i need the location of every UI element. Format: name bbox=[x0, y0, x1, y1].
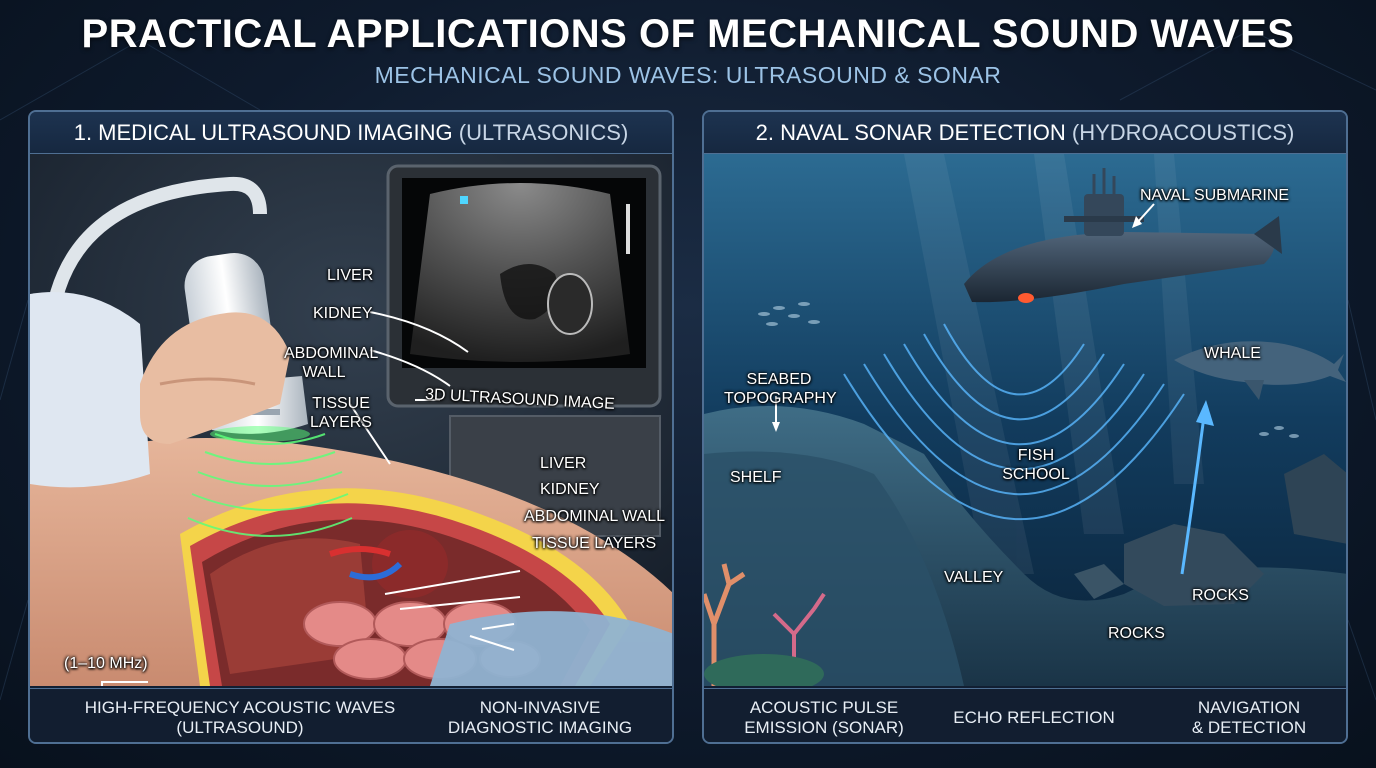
rocks-label-left: ROCKS bbox=[1108, 625, 1165, 642]
monitor-label-tissue-layers-line1: TISSUE bbox=[312, 395, 370, 412]
ultrasound-panel-subtitle: (ULTRASONICS) bbox=[458, 120, 629, 145]
monitor-label-abdominal-wall-line1: ABDOMINAL bbox=[284, 345, 379, 362]
ultrasound-monitor bbox=[386, 164, 662, 537]
body-label-kidney: KIDNEY bbox=[540, 481, 600, 498]
patient-gown bbox=[430, 611, 672, 686]
fish-school bbox=[758, 302, 1299, 438]
label-arrows bbox=[101, 311, 521, 686]
ultrasound-footer-waves-line2: (ULTRASOUND) bbox=[176, 718, 304, 737]
sonar-panel: 2. NAVAL SONAR DETECTION (HYDROACOUSTICS… bbox=[702, 110, 1348, 744]
ultrasound-footer-waves-line1: HIGH-FREQUENCY ACOUSTIC WAVES bbox=[84, 698, 396, 717]
seabed-topography-label: SEABED TOPOGRAPHY bbox=[724, 370, 837, 408]
sonar-footer-emission-line1: ACOUSTIC PULSE bbox=[749, 698, 899, 717]
fish-school-label: FISH SCHOOL bbox=[996, 446, 1076, 484]
sonar-panel-header: 2. NAVAL SONAR DETECTION (HYDROACOUSTICS… bbox=[704, 112, 1346, 154]
sonar-footer-navigation-line1: NAVIGATION bbox=[1197, 698, 1301, 717]
monitor-label-kidney: KIDNEY bbox=[313, 305, 373, 322]
ultrasound-panel: 1. MEDICAL ULTRASOUND IMAGING (ULTRASONI… bbox=[28, 110, 674, 744]
ultrasound-footer-imaging: NON-INVASIVE DIAGNOSTIC IMAGING bbox=[430, 698, 650, 738]
sonar-footer-echo: ECHO REFLECTION bbox=[953, 708, 1115, 727]
monitor-label-liver: LIVER bbox=[327, 267, 374, 284]
sonar-footer-navigation: NAVIGATION & DETECTION bbox=[1164, 698, 1334, 738]
rocks-label-right: ROCKS bbox=[1192, 587, 1249, 604]
coral-reef bbox=[704, 563, 826, 686]
monitor-label-tissue-layers-line2: LAYERS bbox=[310, 414, 372, 431]
kidney-organ bbox=[372, 530, 448, 598]
monitor-label-abdominal-wall-line2: WALL bbox=[302, 364, 346, 381]
echo-arrow bbox=[1180, 400, 1214, 575]
patient-abdomen bbox=[30, 438, 672, 686]
ultrasound-panel-title: 1. MEDICAL ULTRASOUND IMAGING bbox=[73, 120, 453, 145]
sonar-footer-navigation-line2: & DETECTION bbox=[1191, 718, 1307, 737]
monitor-label-abdominal-wall: ABDOMINAL WALL bbox=[284, 344, 379, 382]
seabed-topography-label-line1: SEABED bbox=[746, 371, 812, 388]
page-subtitle: MECHANICAL SOUND WAVES: ULTRASOUND & SON… bbox=[374, 62, 1002, 88]
sonar-panel-footer: ACOUSTIC PULSE EMISSION (SONAR) ECHO REF… bbox=[704, 688, 1346, 742]
naval-submarine bbox=[964, 168, 1282, 303]
fish-school-label-line1: FISH bbox=[1017, 447, 1055, 464]
valley-label: VALLEY bbox=[944, 569, 1004, 586]
rock-formation-b bbox=[1284, 454, 1346, 544]
ultrasound-panel-header: 1. MEDICAL ULTRASOUND IMAGING (ULTRASONI… bbox=[30, 112, 672, 154]
sonar-footer-emission-line2: EMISSION (SONAR) bbox=[744, 718, 904, 737]
sonar-illustration bbox=[704, 154, 1346, 686]
seabed bbox=[704, 406, 1346, 686]
ultrasound-footer-waves: HIGH-FREQUENCY ACOUSTIC WAVES (ULTRASOUN… bbox=[70, 698, 410, 738]
sonar-waves bbox=[843, 323, 1185, 520]
sonar-emitter bbox=[1018, 293, 1034, 303]
shelf-label: SHELF bbox=[730, 469, 782, 486]
sonar-panel-subtitle: (HYDROACOUSTICS) bbox=[1071, 120, 1295, 145]
sonar-footer-emission: ACOUSTIC PULSE EMISSION (SONAR) bbox=[724, 698, 924, 738]
page-title: PRACTICAL APPLICATIONS OF MECHANICAL SOU… bbox=[81, 12, 1295, 56]
ultrasound-footer-imaging-line2: DIAGNOSTIC IMAGING bbox=[447, 718, 633, 737]
monitor-label-tissue-layers: TISSUE LAYERS bbox=[306, 394, 376, 432]
body-label-abdominal-wall: ABDOMINAL WALL bbox=[524, 508, 666, 525]
rock-formation-a bbox=[1124, 524, 1264, 606]
frequency-label: (1–10 MHz) bbox=[64, 655, 148, 672]
sonar-panel-title: 2. NAVAL SONAR DETECTION bbox=[755, 120, 1066, 145]
ultrasound-footer-imaging-line1: NON-INVASIVE bbox=[479, 698, 601, 717]
body-label-tissue-layers: TISSUE LAYERS bbox=[532, 535, 657, 552]
operator-hand bbox=[30, 292, 290, 488]
body-label-liver: LIVER bbox=[540, 455, 587, 472]
seabed-topography-label-line2: TOPOGRAPHY bbox=[724, 390, 837, 407]
ultrasound-panel-footer: HIGH-FREQUENCY ACOUSTIC WAVES (ULTRASOUN… bbox=[30, 688, 672, 742]
submarine-label: NAVAL SUBMARINE bbox=[1140, 187, 1290, 204]
whale bbox=[1174, 341, 1346, 400]
fish-school-label-line2: SCHOOL bbox=[1002, 466, 1070, 483]
ultrasound-illustration bbox=[30, 154, 672, 686]
whale-label: WHALE bbox=[1204, 345, 1261, 362]
